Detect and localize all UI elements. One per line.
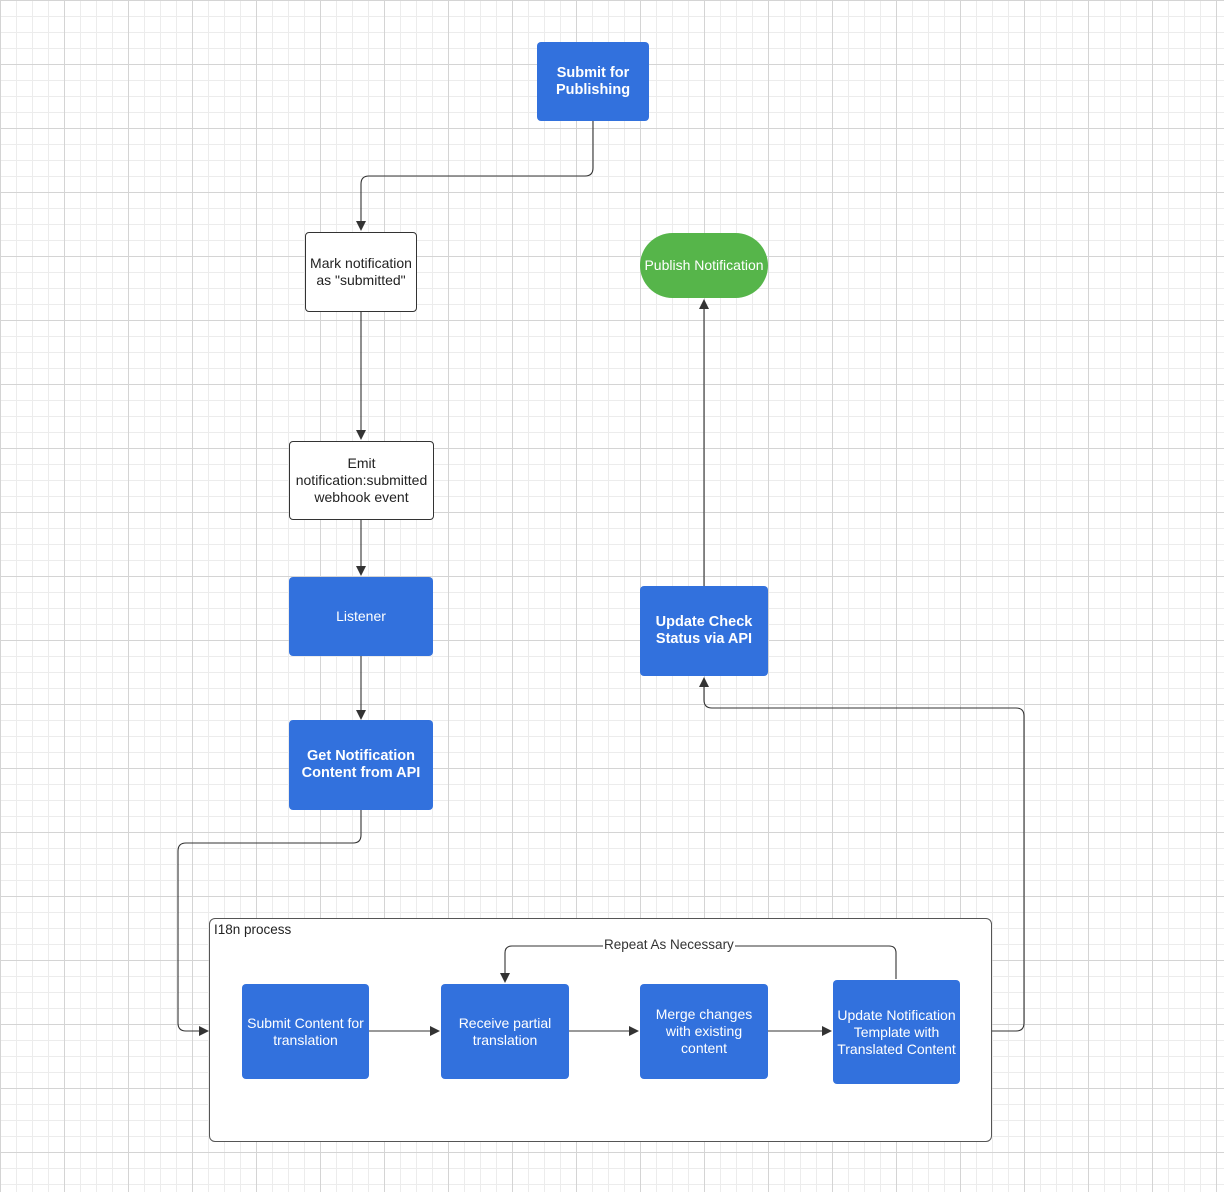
arrowhead-update-check [699, 677, 709, 687]
listener-node[interactable]: Listener [289, 577, 433, 656]
publish-notification-node[interactable]: Publish Notification [640, 233, 768, 298]
edge-submit-to-mark [360, 121, 594, 222]
receive-partial-translation-node[interactable]: Receive partial translation [441, 984, 569, 1079]
merge-changes-node[interactable]: Merge changes with existing content [640, 984, 768, 1079]
mark-submitted-node[interactable]: Mark notification as "submitted" [305, 232, 417, 312]
arrowhead-listener [356, 566, 366, 576]
emit-webhook-node[interactable]: Emit notification:submitted webhook even… [289, 441, 434, 520]
update-notification-template-node[interactable]: Update Notification Template with Transl… [833, 980, 960, 1084]
arrowhead-group [199, 1026, 209, 1036]
repeat-label: Repeat As Necessary [603, 937, 735, 953]
i18n-process-label: I18n process [214, 922, 292, 937]
arrowhead-get [356, 710, 366, 720]
arrowhead-emit [356, 430, 366, 440]
update-check-status-node[interactable]: Update Check Status via API [640, 586, 768, 676]
submit-content-translation-node[interactable]: Submit Content for translation [242, 984, 369, 1079]
arrowhead-mark [356, 221, 366, 231]
arrowhead-publish [699, 299, 709, 309]
get-notification-content-node[interactable]: Get Notification Content from API [289, 720, 433, 810]
submit-for-publishing-node[interactable]: Submit for Publishing [537, 42, 649, 121]
